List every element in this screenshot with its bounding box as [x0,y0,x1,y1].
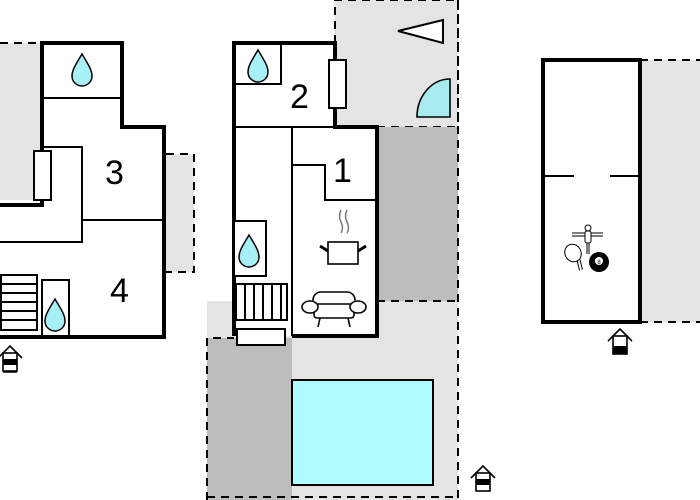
terrace-left-side [166,153,195,273]
terrace-right [640,59,700,323]
entrance-house-icon [607,328,633,355]
door-step [236,328,286,346]
triangle-icon [397,18,444,45]
sofa-icon [301,291,367,328]
window [33,150,52,201]
stairs-icon [235,283,288,321]
entrance-house-icon [0,345,23,373]
eight-ball-label: 8 [597,260,601,266]
room-2-label: 2 [290,78,309,116]
room-3-label: 3 [105,154,124,192]
swimming-pool [291,379,434,486]
shower-quarter-circle-icon [416,78,451,118]
kitchen-pot-icon [319,209,367,265]
window [328,59,347,109]
stairs-icon [0,274,38,331]
game-room-icon: 8 [564,224,609,272]
building-left: 3 4 [0,41,166,339]
room-4-label: 4 [110,272,129,310]
terrace-dark-right [377,127,458,301]
entrance-house-icon [470,465,496,492]
terrace-dark-left [206,337,458,500]
building-right: 8 [541,58,642,324]
room-1-label: 1 [333,152,352,190]
building-middle: 2 1 [232,41,379,346]
